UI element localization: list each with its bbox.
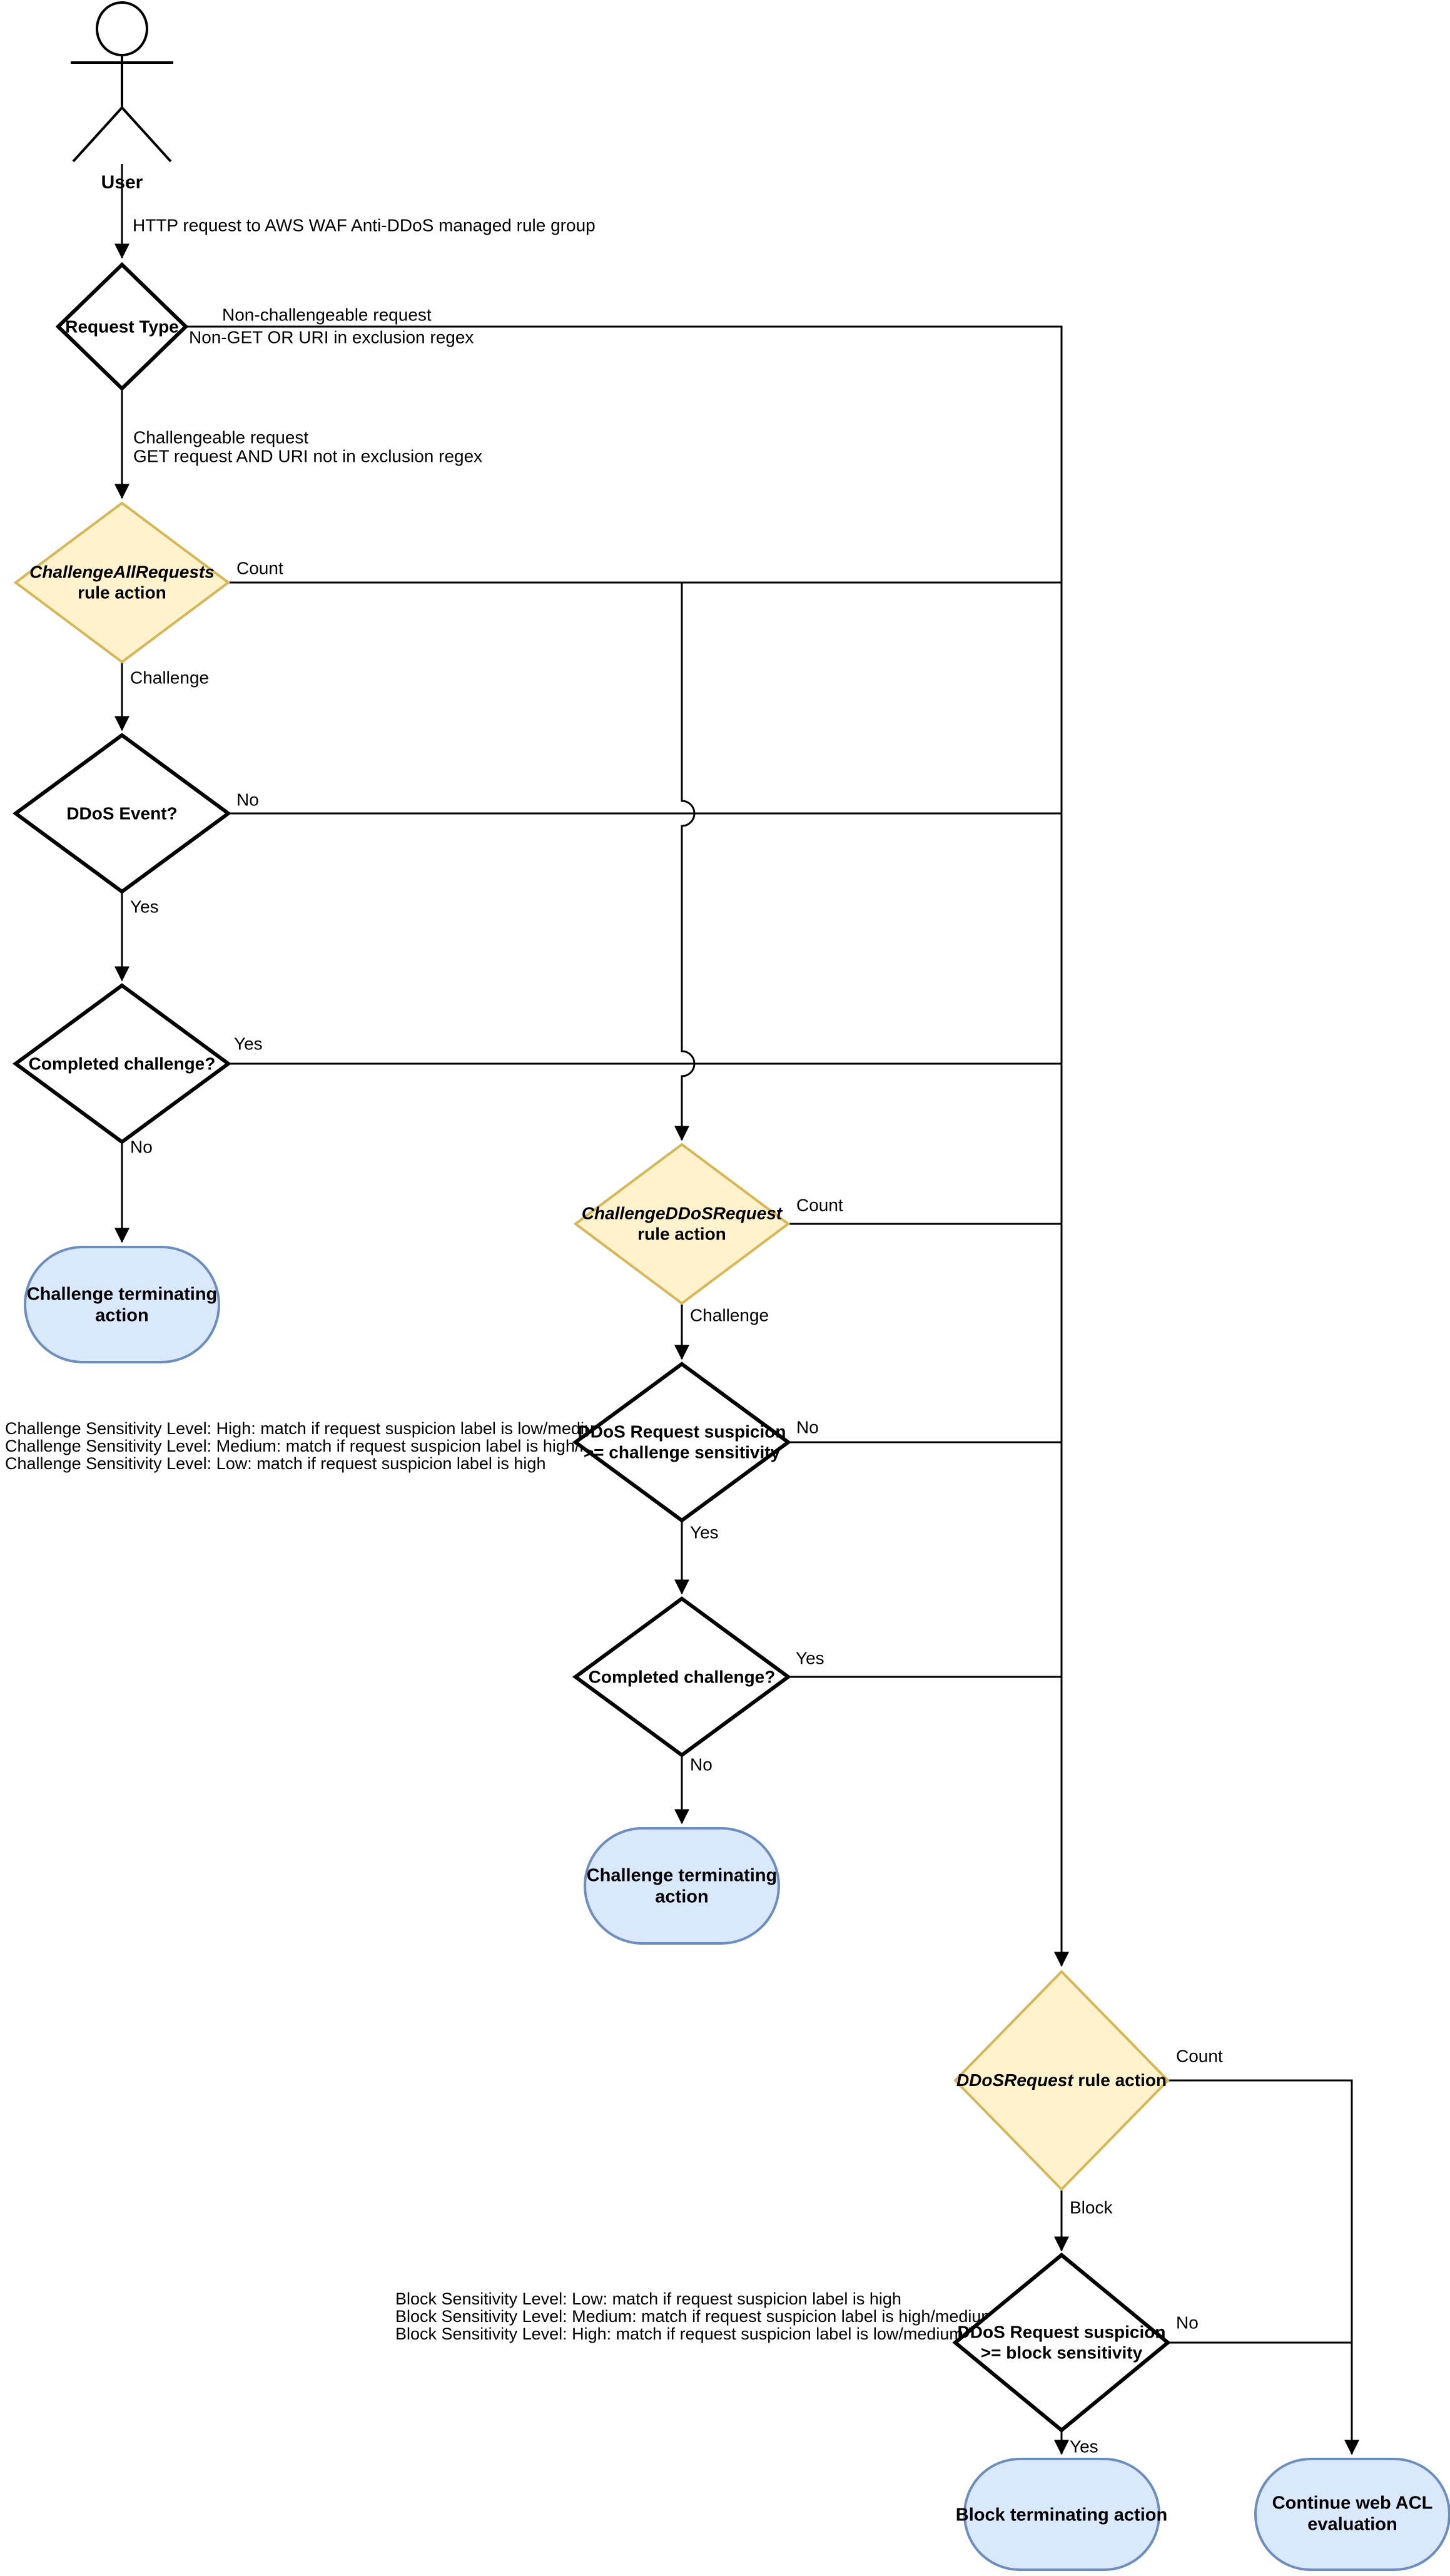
continue-acl-shape bbox=[1254, 2458, 1450, 2571]
completed-challenge-label: Completed challenge? bbox=[589, 1667, 776, 1686]
challenge-all-requests-shape bbox=[13, 501, 231, 664]
block-terminating-label: Block terminating action bbox=[956, 2505, 1167, 2525]
challenge-suspicion-shape bbox=[572, 1362, 792, 1523]
ddos-request-shape bbox=[953, 1970, 1170, 2191]
note-line: Block Sensitivity Level: High: match if … bbox=[395, 2324, 1000, 2343]
note-line: Block Sensitivity Level: Medium: match i… bbox=[395, 2307, 995, 2326]
edge-label-no-2: No bbox=[130, 1137, 153, 1156]
edge-label-no-1: No bbox=[236, 790, 259, 809]
actor-leg-left bbox=[72, 106, 123, 163]
edge-label-challenge-2: Challenge bbox=[690, 1305, 769, 1325]
completed-challenge-shape bbox=[12, 983, 232, 1144]
block-sensitivity-note: Block Sensitivity Level: Low: match if r… bbox=[395, 2289, 1000, 2343]
edge-label-no-3: No bbox=[796, 1417, 819, 1437]
edge-label-yes-2: Yes bbox=[234, 1034, 263, 1053]
challenge-terminating-pill-2: Challenge terminating action bbox=[584, 1827, 780, 1945]
edge-label-no-5: No bbox=[1176, 2313, 1199, 2332]
note-line: Block Sensitivity Level: Low: match if r… bbox=[395, 2289, 901, 2308]
challenge-ddos-request-diamond: ChallengeDDoSRequest rule action bbox=[573, 1143, 791, 1305]
edge-label-http-request: HTTP request to AWS WAF Anti-DDoS manage… bbox=[133, 215, 596, 235]
actor-head bbox=[96, 1, 148, 56]
note-line: Challenge Sensitivity Level: Low: match … bbox=[5, 1454, 545, 1473]
continue-acl-label-2: evaluation bbox=[1307, 2515, 1397, 2535]
edge-label-challenge-1: Challenge bbox=[130, 668, 209, 687]
ddos-event-diamond: DDoS Event? bbox=[12, 733, 232, 894]
ddos-event-shape bbox=[12, 733, 232, 894]
request-type-diamond: Request Type bbox=[55, 262, 189, 392]
challenge-terminating-shape bbox=[584, 1827, 780, 1945]
challenge-terminating-label-1: Challenge terminating bbox=[587, 1866, 778, 1886]
edge-label-yes-5: Yes bbox=[1070, 2436, 1098, 2456]
challenge-ddos-request-name: ChallengeDDoSRequest bbox=[582, 1203, 783, 1223]
challenge-suspicion-label-2: >= challenge sensitivity bbox=[584, 1442, 781, 1462]
request-type-shape bbox=[55, 262, 189, 392]
request-type-label: Request Type bbox=[65, 317, 179, 336]
challenge-suspicion-label-1: DDoS Request suspicion bbox=[578, 1422, 786, 1441]
challenge-suspicion-diamond: DDoS Request suspicion >= challenge sens… bbox=[572, 1362, 792, 1523]
edge-count-branch-down bbox=[674, 583, 696, 1141]
block-suspicion-diamond: DDoS Request suspicion >= block sensitiv… bbox=[952, 2253, 1171, 2433]
completed-challenge-label: Completed challenge? bbox=[29, 1054, 216, 1073]
challenge-ddos-request-suffix: rule action bbox=[637, 1224, 726, 1243]
edge-label-challengeable-1: Challengeable request bbox=[133, 427, 308, 447]
challenge-all-requests-name: ChallengeAllRequests bbox=[29, 562, 215, 581]
ddos-request-diamond: DDoSRequest rule action bbox=[953, 1970, 1170, 2191]
edge-label-non-challengeable-1: Non-challengeable request bbox=[222, 305, 432, 324]
challenge-terminating-label-2: action bbox=[95, 1306, 148, 1326]
edge-ddos-request-count-rail bbox=[1168, 2079, 1359, 2455]
block-terminating-pill: Block terminating action bbox=[956, 2458, 1167, 2571]
block-suspicion-shape bbox=[952, 2253, 1171, 2433]
challenge-ddos-request-shape bbox=[573, 1143, 791, 1305]
note-line: Challenge Sensitivity Level: Medium: mat… bbox=[5, 1437, 640, 1455]
ddos-request-label: DDoSRequest rule action bbox=[956, 2070, 1167, 2090]
challenge-terminating-label-1: Challenge terminating bbox=[27, 1285, 218, 1305]
ddos-event-label: DDoS Event? bbox=[66, 803, 177, 823]
actor-leg-right bbox=[121, 106, 172, 163]
edge-label-count-1: Count bbox=[236, 558, 283, 578]
challenge-terminating-pill-1: Challenge terminating action bbox=[24, 1246, 220, 1363]
edge-label-yes-1: Yes bbox=[130, 897, 159, 916]
edge-label-yes-3: Yes bbox=[690, 1522, 719, 1542]
continue-acl-pill: Continue web ACL evaluation bbox=[1254, 2458, 1450, 2571]
completed-challenge-diamond-1: Completed challenge? bbox=[12, 983, 232, 1144]
edge-label-challengeable-2: GET request AND URI not in exclusion reg… bbox=[133, 446, 482, 466]
edge-non-challengeable-rail bbox=[186, 325, 1069, 1967]
note-line: Challenge Sensitivity Level: High: match… bbox=[5, 1419, 644, 1438]
block-suspicion-label-2: >= block sensitivity bbox=[981, 2343, 1143, 2362]
edge-label-yes-4: Yes bbox=[796, 1648, 824, 1667]
edge-label-block: Block bbox=[1070, 2197, 1113, 2217]
completed-challenge-shape bbox=[572, 1596, 792, 1758]
challenge-terminating-label-2: action bbox=[655, 1887, 708, 1907]
ddos-request-suffix: rule action bbox=[1073, 2070, 1167, 2090]
ddos-request-name: DDoSRequest bbox=[956, 2070, 1074, 2090]
challenge-all-requests-diamond: ChallengeAllRequests rule action bbox=[13, 501, 231, 664]
challenge-all-requests-suffix: rule action bbox=[78, 583, 166, 602]
edge-label-count-3: Count bbox=[1176, 2046, 1223, 2065]
block-suspicion-label-1: DDoS Request suspicion bbox=[958, 2322, 1166, 2341]
edge-label-non-challengeable-2: Non-GET OR URI in exclusion regex bbox=[189, 327, 474, 347]
challenge-sensitivity-note: Challenge Sensitivity Level: High: match… bbox=[5, 1419, 644, 1473]
block-terminating-shape bbox=[963, 2458, 1160, 2571]
edge-label-count-2: Count bbox=[796, 1195, 843, 1214]
edge-label-no-4: No bbox=[690, 1754, 712, 1774]
challenge-terminating-shape bbox=[24, 1246, 220, 1363]
completed-challenge-diamond-2: Completed challenge? bbox=[572, 1596, 792, 1758]
continue-acl-label-1: Continue web ACL bbox=[1272, 2493, 1433, 2513]
